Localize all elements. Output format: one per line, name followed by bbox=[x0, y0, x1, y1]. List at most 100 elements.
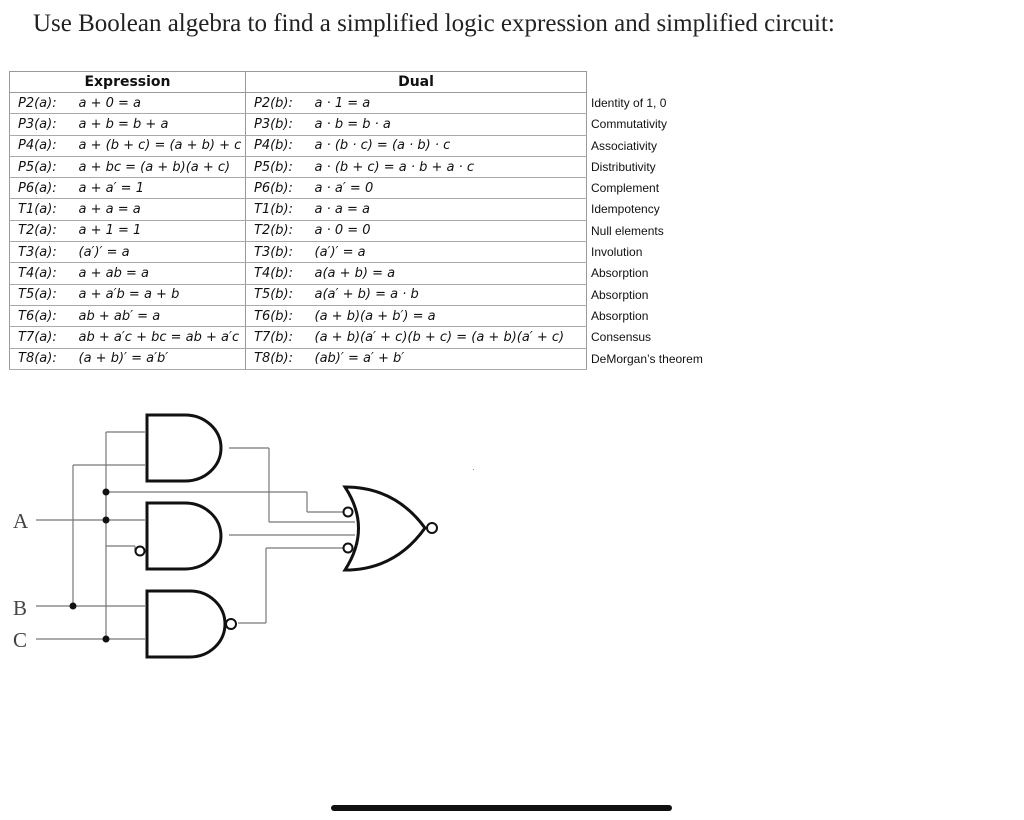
law-id-expression: T2(a): bbox=[9, 220, 72, 243]
law-name: Associativity bbox=[591, 138, 658, 153]
law-dual: a · (b · c) = (a · b) · c bbox=[307, 135, 587, 157]
junction-dot bbox=[102, 635, 110, 643]
stray-dot bbox=[473, 469, 474, 470]
input-label-c: C bbox=[13, 628, 27, 652]
law-name: Idempotency bbox=[591, 202, 660, 217]
law-id-dual: T4(b): bbox=[245, 262, 308, 285]
law-dual: (a + b)(a′ + c)(b + c) = (a + b)(a′ + c) bbox=[307, 326, 587, 349]
law-expression: a + (b + c) = (a + b) + c bbox=[71, 135, 246, 157]
junction-dot bbox=[102, 488, 110, 496]
law-id-dual: T5(b): bbox=[245, 284, 308, 306]
law-dual: a(a + b) = a bbox=[307, 262, 587, 285]
input-label-b: B bbox=[13, 596, 27, 620]
junction-dot bbox=[102, 516, 110, 524]
table-row: P5(a):a + bc = (a + b)(a + c)P5(b):a · (… bbox=[9, 156, 587, 179]
law-expression: a + 1 = 1 bbox=[71, 220, 246, 243]
law-name: Null elements bbox=[591, 223, 664, 238]
law-id-dual: T1(b): bbox=[245, 198, 308, 221]
law-dual: (a′)′ = a bbox=[307, 241, 587, 264]
input-label-a: A bbox=[13, 509, 29, 533]
law-id-expression: P2(a): bbox=[9, 92, 72, 115]
law-dual: a · b = b · a bbox=[307, 113, 587, 136]
law-expression: (a + b)′ = a′b′ bbox=[71, 348, 246, 370]
law-id-dual: P5(b): bbox=[245, 156, 308, 179]
page-title: Use Boolean algebra to find a simplified… bbox=[33, 10, 835, 37]
law-expression: a + b = b + a bbox=[71, 113, 246, 136]
law-dual: (ab)′ = a′ + b′ bbox=[307, 348, 587, 370]
logic-circuit-diagram: A B C bbox=[13, 413, 438, 659]
or-gate bbox=[342, 485, 427, 572]
or-input-bubble bbox=[342, 506, 354, 518]
law-id-dual: P4(b): bbox=[245, 135, 308, 157]
law-id-dual: T7(b): bbox=[245, 326, 308, 349]
law-id-expression: T7(a): bbox=[9, 326, 72, 349]
law-expression: a + a = a bbox=[71, 198, 246, 221]
law-expression: a + ab = a bbox=[71, 262, 246, 285]
law-expression: ab + ab′ = a bbox=[71, 305, 246, 328]
law-id-dual: P2(b): bbox=[245, 92, 308, 115]
law-name: Involution bbox=[591, 245, 643, 260]
law-id-expression: P5(a): bbox=[9, 156, 72, 179]
law-id-expression: T8(a): bbox=[9, 348, 72, 370]
law-dual: a · a′ = 0 bbox=[307, 177, 587, 200]
nand-gate bbox=[145, 589, 227, 659]
law-name: DeMorgan’s theorem bbox=[591, 351, 703, 366]
law-name: Identity of 1, 0 bbox=[591, 96, 667, 110]
or-input-bubble bbox=[342, 542, 354, 554]
gates bbox=[134, 413, 438, 659]
law-dual: (a + b)(a + b′) = a bbox=[307, 305, 587, 328]
header-expression: Expression bbox=[9, 71, 246, 93]
law-id-expression: T4(a): bbox=[9, 262, 72, 285]
law-id-expression: P3(a): bbox=[9, 113, 72, 136]
law-name: Complement bbox=[591, 181, 660, 196]
or-output-bubble bbox=[426, 522, 438, 534]
law-name: Absorption bbox=[591, 266, 649, 281]
table-header-row: Expression Dual bbox=[9, 71, 587, 93]
home-indicator[interactable] bbox=[331, 805, 672, 811]
law-id-expression: P4(a): bbox=[9, 135, 72, 157]
law-id-expression: T1(a): bbox=[9, 198, 72, 221]
law-expression: a + a′b = a + b bbox=[71, 284, 246, 306]
and-gate-2 bbox=[145, 501, 223, 571]
law-dual: a · (b + c) = a · b + a · c bbox=[307, 156, 587, 179]
circuit-wires bbox=[36, 431, 355, 640]
law-id-dual: T2(b): bbox=[245, 220, 308, 243]
law-id-dual: P3(b): bbox=[245, 113, 308, 136]
junction-dot bbox=[69, 602, 77, 610]
law-dual: a · a = a bbox=[307, 198, 587, 221]
inverter-bubble bbox=[134, 545, 146, 557]
law-id-expression: T5(a): bbox=[9, 284, 72, 306]
law-id-dual: T3(b): bbox=[245, 241, 308, 264]
junction-dots bbox=[69, 488, 110, 643]
law-name: Commutativity bbox=[591, 117, 668, 132]
law-expression: (a′)′ = a bbox=[71, 241, 246, 264]
law-expression: ab + a′c + bc = ab + a′c bbox=[71, 326, 246, 349]
law-name: Distributivity bbox=[591, 159, 656, 174]
law-name: Absorption bbox=[591, 287, 649, 302]
law-expression: a + a′ = 1 bbox=[71, 177, 246, 200]
law-name: Absorption bbox=[591, 308, 649, 323]
nand-output-bubble bbox=[225, 618, 237, 630]
law-name: Consensus bbox=[591, 330, 652, 345]
and-gate-1 bbox=[145, 413, 223, 483]
law-expression: a + 0 = a bbox=[71, 92, 246, 115]
law-id-expression: T3(a): bbox=[9, 241, 72, 264]
law-id-dual: T8(b): bbox=[245, 348, 308, 370]
law-id-expression: T6(a): bbox=[9, 305, 72, 328]
table-row: T8(a):(a + b)′ = a′b′T8(b):(ab)′ = a′ + … bbox=[9, 348, 587, 370]
header-dual: Dual bbox=[245, 71, 587, 93]
law-expression: a + bc = (a + b)(a + c) bbox=[71, 156, 246, 179]
